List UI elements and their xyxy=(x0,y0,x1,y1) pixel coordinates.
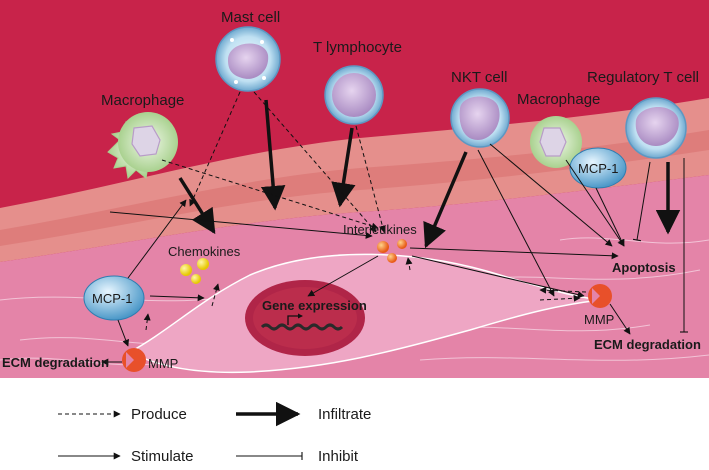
mast-cell-label: Mast cell xyxy=(221,9,280,26)
legend-inhibit-label: Inhibit xyxy=(318,448,359,465)
ecm-degradation-right-label: ECM degradation xyxy=(594,337,701,352)
nkt-cell-label: NKT cell xyxy=(451,69,507,86)
nkt-cell-icon xyxy=(450,88,510,148)
mmp-left-icon xyxy=(122,348,146,372)
pathway-arrows xyxy=(101,91,688,366)
dna-strand-icon xyxy=(260,323,344,331)
mmp-left-label: MMP xyxy=(148,356,178,371)
chemokines-label: Chemokines xyxy=(168,244,241,259)
apoptosis-label: Apoptosis xyxy=(612,260,676,275)
interleukin-granules-icon xyxy=(377,239,407,263)
legend-infiltrate-label: Infiltrate xyxy=(318,406,371,423)
gene-expression-label: Gene expression xyxy=(262,298,367,313)
mast-cell-icon xyxy=(215,26,281,92)
t-lymphocyte-label: T lymphocyte xyxy=(313,39,402,56)
mcp1-right-label: MCP-1 xyxy=(578,161,618,176)
macrophage-right-label: Macrophage xyxy=(517,91,600,108)
mcp1-left-label: MCP-1 xyxy=(92,291,132,306)
ecm-degradation-left-label: ECM degradation xyxy=(2,355,109,370)
mmp-right-icon xyxy=(588,284,612,308)
macrophage-right-icon xyxy=(530,116,582,168)
regulatory-t-cell-label: Regulatory T cell xyxy=(587,69,699,86)
mcp1-right-icon xyxy=(569,147,627,189)
regulatory-t-cell-icon xyxy=(625,97,687,159)
legend-produce-label: Produce xyxy=(131,406,187,423)
mcp1-left-icon xyxy=(83,275,145,321)
legend-stimulate-label: Stimulate xyxy=(131,448,194,465)
interleukines-label: Interleukines xyxy=(343,222,417,237)
macrophage-left-label: Macrophage xyxy=(101,92,184,109)
legend: Produce Infiltrate Stimulate Inhibit xyxy=(58,401,371,465)
t-lymphocyte-icon xyxy=(324,65,384,125)
chemokine-granules-icon xyxy=(180,258,209,284)
macrophage-left-icon xyxy=(107,112,178,180)
mmp-right-label: MMP xyxy=(584,312,614,327)
